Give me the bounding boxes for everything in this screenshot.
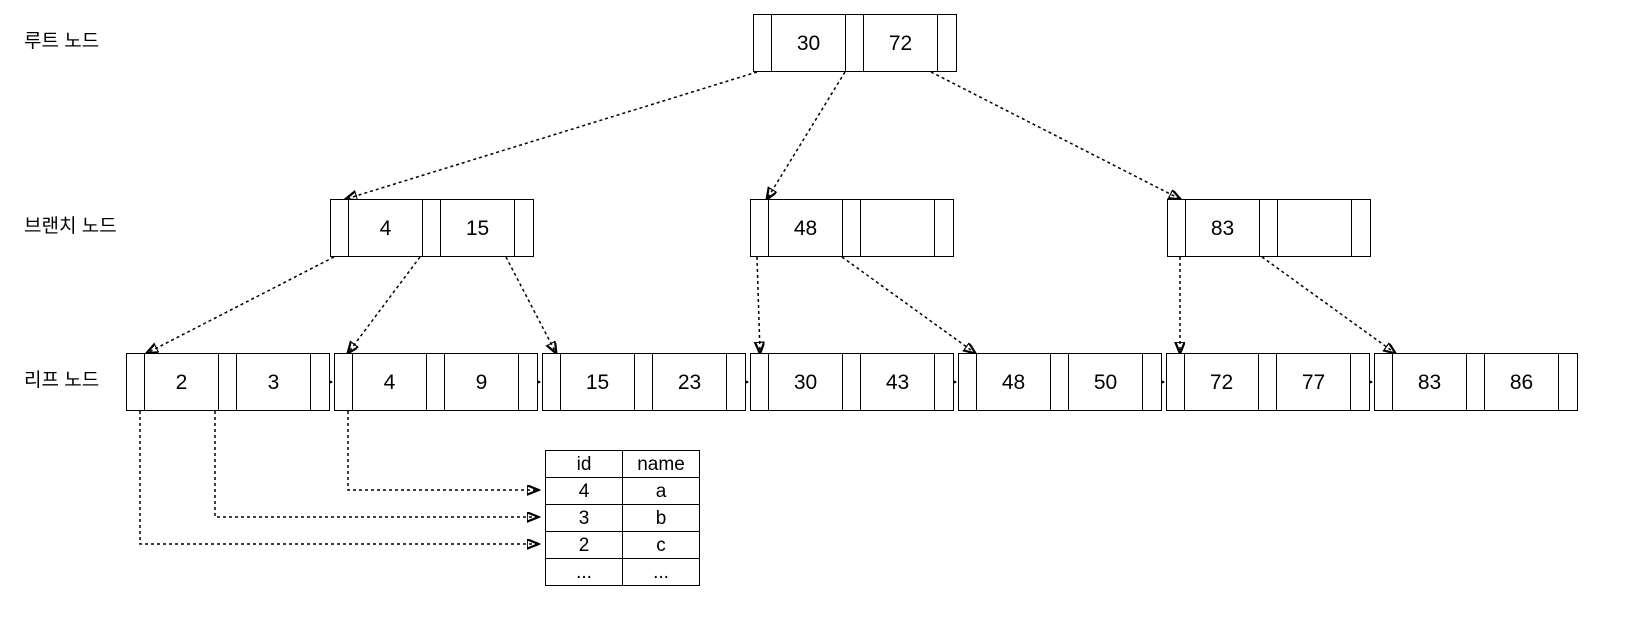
leaf4-pointer-1[interactable] xyxy=(843,354,861,410)
branch2-pointer-1[interactable] xyxy=(843,200,861,256)
branch1-pointer-1[interactable] xyxy=(423,200,441,256)
branch1-pointer-0[interactable] xyxy=(331,200,349,256)
branch3-pointer-2[interactable] xyxy=(1352,200,1370,256)
leaf-node-4[interactable]: 30 43 xyxy=(750,353,954,411)
table-row: 2 c xyxy=(545,531,700,559)
root-pointer-1[interactable] xyxy=(846,15,864,71)
leaf4-pointer-2[interactable] xyxy=(935,354,953,410)
table-header-id: id xyxy=(545,450,623,478)
leaf1-pointer-1[interactable] xyxy=(219,354,237,410)
root-pointer-2[interactable] xyxy=(938,15,956,71)
branch-node-1[interactable]: 4 15 xyxy=(330,199,534,257)
leaf7-pointer-2[interactable] xyxy=(1559,354,1577,410)
leaf2-key-0[interactable]: 4 xyxy=(353,354,427,410)
root-node[interactable]: 30 72 xyxy=(753,14,957,72)
leaf1-pointer-0[interactable] xyxy=(127,354,145,410)
leaf3-key-0[interactable]: 15 xyxy=(561,354,635,410)
root-pointer-0[interactable] xyxy=(754,15,772,71)
leaf7-key-1[interactable]: 86 xyxy=(1485,354,1559,410)
branch-node-3[interactable]: 83 xyxy=(1167,199,1371,257)
leaf5-key-1[interactable]: 50 xyxy=(1069,354,1143,410)
table-cell-name: a xyxy=(622,477,700,505)
leaf2-pointer-0[interactable] xyxy=(335,354,353,410)
leaf5-pointer-1[interactable] xyxy=(1051,354,1069,410)
link-root-branch2 xyxy=(767,71,846,199)
leaf6-pointer-2[interactable] xyxy=(1351,354,1369,410)
branch2-key-0[interactable]: 48 xyxy=(769,200,843,256)
table-cell-id: 3 xyxy=(545,504,623,532)
leaf2-key-1[interactable]: 9 xyxy=(445,354,519,410)
link-branch1-leaf2 xyxy=(348,256,421,353)
leaf-node-7[interactable]: 83 86 xyxy=(1374,353,1578,411)
leaf3-pointer-2[interactable] xyxy=(727,354,745,410)
branch2-pointer-2[interactable] xyxy=(935,200,953,256)
branch3-pointer-1[interactable] xyxy=(1260,200,1278,256)
link-branch1-leaf3 xyxy=(505,256,556,353)
branch2-pointer-0[interactable] xyxy=(751,200,769,256)
row-label-root: 루트 노드 xyxy=(24,31,100,52)
leaf1-key-0[interactable]: 2 xyxy=(145,354,219,410)
branch3-key-1[interactable] xyxy=(1278,200,1352,256)
leaf4-key-1[interactable]: 43 xyxy=(861,354,935,410)
leaf-node-5[interactable]: 48 50 xyxy=(958,353,1162,411)
leaf6-key-0[interactable]: 72 xyxy=(1185,354,1259,410)
leaf-node-2[interactable]: 4 9 xyxy=(334,353,538,411)
leaf7-key-0[interactable]: 83 xyxy=(1393,354,1467,410)
branch3-pointer-0[interactable] xyxy=(1168,200,1186,256)
leaf-node-6[interactable]: 72 77 xyxy=(1166,353,1370,411)
branch2-key-1[interactable] xyxy=(861,200,935,256)
link-leaf1-record-2 xyxy=(139,411,538,544)
leaf6-pointer-0[interactable] xyxy=(1167,354,1185,410)
branch3-key-0[interactable]: 83 xyxy=(1186,200,1260,256)
leaf3-pointer-1[interactable] xyxy=(635,354,653,410)
leaf5-pointer-0[interactable] xyxy=(959,354,977,410)
leaf6-key-1[interactable]: 77 xyxy=(1277,354,1351,410)
leaf6-pointer-1[interactable] xyxy=(1259,354,1277,410)
leaf2-pointer-2[interactable] xyxy=(519,354,537,410)
table-header-row: id name xyxy=(545,450,700,478)
leaf5-pointer-2[interactable] xyxy=(1143,354,1161,410)
table-row: 4 a xyxy=(545,477,700,505)
link-leaf1-record-3 xyxy=(214,411,538,517)
table-row: 3 b xyxy=(545,504,700,532)
branch1-key-0[interactable]: 4 xyxy=(349,200,423,256)
table-cell-id: 4 xyxy=(545,477,623,505)
leaf3-pointer-0[interactable] xyxy=(543,354,561,410)
link-branch3-leaf7 xyxy=(1261,256,1395,353)
leaf1-key-1[interactable]: 3 xyxy=(237,354,311,410)
leaf7-pointer-0[interactable] xyxy=(1375,354,1393,410)
link-branch1-leaf1 xyxy=(147,256,335,353)
root-key-1[interactable]: 72 xyxy=(864,15,938,71)
leaf4-pointer-0[interactable] xyxy=(751,354,769,410)
link-branch2-leaf5 xyxy=(841,256,975,353)
link-root-branch1 xyxy=(346,71,758,199)
table-cell-name: c xyxy=(622,531,700,559)
leaf3-key-1[interactable]: 23 xyxy=(653,354,727,410)
leaf7-pointer-1[interactable] xyxy=(1467,354,1485,410)
table-cell-name: ... xyxy=(622,558,700,586)
branch1-pointer-2[interactable] xyxy=(515,200,533,256)
table-cell-id: 2 xyxy=(545,531,623,559)
leaf1-pointer-2[interactable] xyxy=(311,354,329,410)
table-cell-id: ... xyxy=(545,558,623,586)
table-cell-name: b xyxy=(622,504,700,532)
link-root-branch3 xyxy=(930,71,1180,199)
table-row: ... ... xyxy=(545,558,700,586)
branch1-key-1[interactable]: 15 xyxy=(441,200,515,256)
table-header-name: name xyxy=(622,450,700,478)
link-branch2-leaf4 xyxy=(757,256,760,353)
link-leaf2-record-4 xyxy=(347,411,538,490)
row-label-leaf: 리프 노드 xyxy=(24,370,100,391)
leaf-node-1[interactable]: 2 3 xyxy=(126,353,330,411)
leaf5-key-0[interactable]: 48 xyxy=(977,354,1051,410)
record-table: id name 4 a 3 b 2 c ... ... xyxy=(545,450,700,586)
branch-node-2[interactable]: 48 xyxy=(750,199,954,257)
root-key-0[interactable]: 30 xyxy=(772,15,846,71)
row-label-branch: 브랜치 노드 xyxy=(24,216,117,237)
leaf2-pointer-1[interactable] xyxy=(427,354,445,410)
leaf-node-3[interactable]: 15 23 xyxy=(542,353,746,411)
leaf4-key-0[interactable]: 30 xyxy=(769,354,843,410)
